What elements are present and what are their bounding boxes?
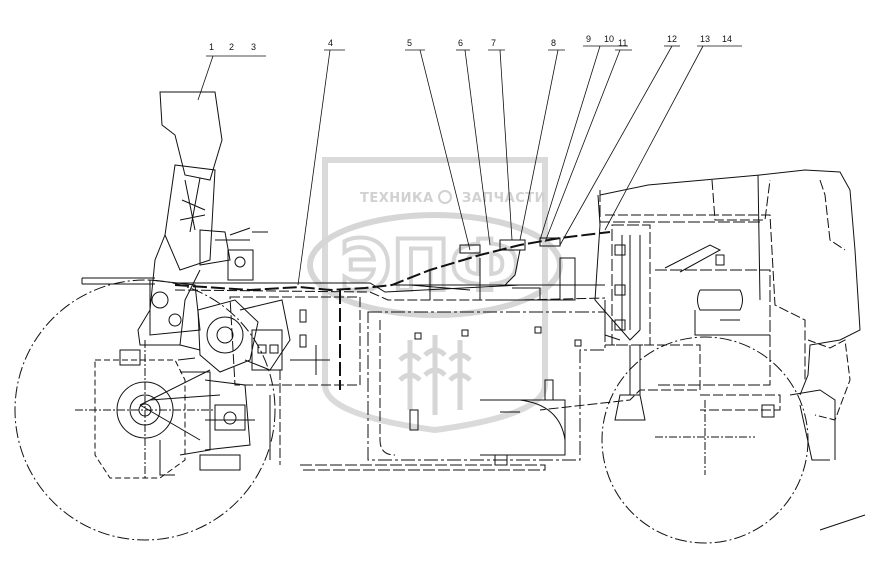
callout-14: 14 <box>722 34 732 44</box>
callout-11: 11 <box>618 38 627 48</box>
callout-1: 1 <box>209 42 214 52</box>
steering-top <box>159 91 223 181</box>
watermark: ТЕХНИКА ЗАПЧАСТИ ЭПФ <box>307 157 563 434</box>
callout-7: 7 <box>491 38 496 48</box>
callout-4: 4 <box>328 38 333 48</box>
gear-icon <box>438 190 452 204</box>
leader-lines <box>197 45 742 286</box>
callout-2: 2 <box>229 42 234 52</box>
watermark-text-right: ЗАПЧАСТИ <box>462 191 546 206</box>
callout-3: 3 <box>251 42 256 52</box>
machine-outline <box>14 91 866 544</box>
callout-labels: 1 2 3 4 5 6 7 8 9 10 11 12 13 14 <box>209 34 732 52</box>
wheat-icon <box>398 335 472 415</box>
callout-10: 10 <box>604 34 614 44</box>
callout-6: 6 <box>458 38 463 48</box>
rear-wheel <box>601 336 809 544</box>
front-wheel <box>14 279 276 541</box>
callout-13: 13 <box>700 34 710 44</box>
callout-12: 12 <box>667 34 677 44</box>
watermark-text-left: ТЕХНИКА <box>360 191 434 206</box>
callout-8: 8 <box>551 38 556 48</box>
ground-mark <box>819 514 866 531</box>
callout-9: 9 <box>586 34 591 44</box>
callout-5: 5 <box>407 38 412 48</box>
